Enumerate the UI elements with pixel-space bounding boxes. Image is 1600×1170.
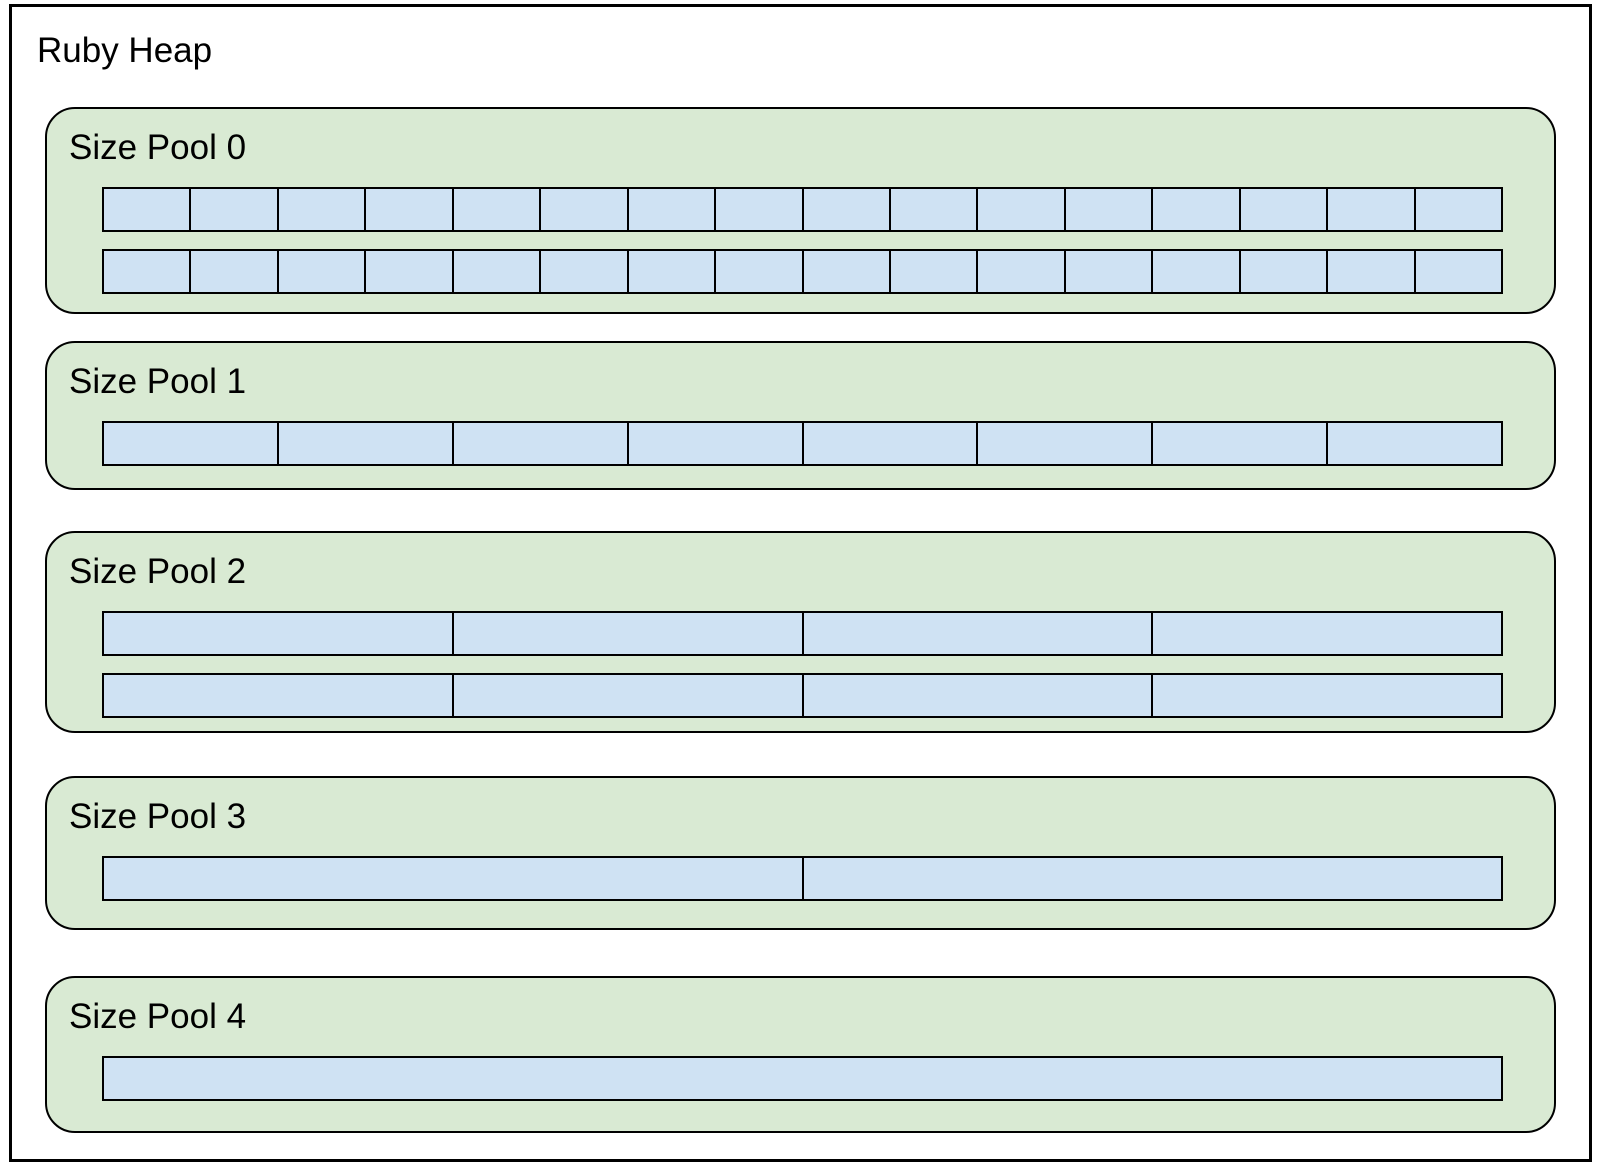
- heap-slot: [803, 249, 891, 294]
- heap-slot: [1153, 249, 1241, 294]
- size-pool-1: Size Pool 1: [45, 341, 1556, 490]
- size-pool-3-pages: [102, 856, 1503, 901]
- heap-slot: [803, 421, 979, 466]
- heap-slot: [453, 673, 804, 718]
- heap-slot: [1065, 249, 1154, 294]
- heap-slot: [803, 611, 1154, 656]
- heap-slot: [803, 856, 1503, 901]
- heap-slot: [102, 673, 454, 718]
- heap-slot: [1328, 421, 1503, 466]
- heap-slot: [1240, 249, 1329, 294]
- size-pool-1-pages: [102, 421, 1503, 466]
- heap-slot: [1153, 421, 1329, 466]
- size-pool-0-pages: [102, 187, 1503, 294]
- heap-slot: [541, 249, 629, 294]
- diagram-title: Ruby Heap: [37, 31, 213, 70]
- heap-slot: [978, 421, 1154, 466]
- size-pool-1-label: Size Pool 1: [69, 362, 247, 401]
- heap-slot: [102, 187, 192, 232]
- heap-slot: [716, 187, 804, 232]
- size-pool-2-label: Size Pool 2: [69, 552, 247, 591]
- heap-page-row: [102, 1056, 1503, 1101]
- heap-slot: [278, 187, 367, 232]
- heap-slot: [102, 421, 279, 466]
- heap-slot: [890, 187, 979, 232]
- heap-slot: [628, 187, 717, 232]
- heap-page-row: [102, 249, 1503, 294]
- heap-slot: [1415, 249, 1503, 294]
- size-pool-4-label: Size Pool 4: [69, 997, 247, 1036]
- heap-page-row: [102, 187, 1503, 232]
- heap-slot: [1065, 187, 1154, 232]
- heap-slot: [102, 856, 804, 901]
- heap-slot: [1153, 611, 1503, 656]
- size-pool-3-label: Size Pool 3: [69, 797, 247, 836]
- heap-slot: [1153, 673, 1503, 718]
- heap-slot: [453, 249, 542, 294]
- size-pool-2: Size Pool 2: [45, 531, 1556, 733]
- heap-slot: [1328, 249, 1416, 294]
- heap-slot: [978, 187, 1066, 232]
- heap-slot: [1415, 187, 1503, 232]
- heap-slot: [191, 249, 279, 294]
- heap-page-row: [102, 673, 1503, 718]
- heap-slot: [1328, 187, 1416, 232]
- size-pool-3: Size Pool 3: [45, 776, 1556, 930]
- heap-slot: [278, 249, 367, 294]
- heap-slot: [541, 187, 629, 232]
- heap-slot: [890, 249, 979, 294]
- heap-slot: [453, 611, 804, 656]
- heap-slot: [102, 249, 192, 294]
- heap-slot: [1240, 187, 1329, 232]
- size-pool-4-pages: [102, 1056, 1503, 1101]
- heap-slot: [628, 249, 717, 294]
- heap-slot: [366, 249, 454, 294]
- heap-slot: [803, 673, 1154, 718]
- heap-slot: [366, 187, 454, 232]
- heap-slot: [978, 249, 1066, 294]
- heap-page-row: [102, 611, 1503, 656]
- size-pool-0-label: Size Pool 0: [69, 128, 247, 167]
- heap-slot: [716, 249, 804, 294]
- size-pool-4: Size Pool 4: [45, 976, 1556, 1133]
- heap-slot: [453, 187, 542, 232]
- heap-page-row: [102, 421, 1503, 466]
- ruby-heap-container: Ruby Heap Size Pool 0 Size Pool 1 Size P…: [9, 4, 1592, 1162]
- size-pool-0: Size Pool 0: [45, 107, 1556, 314]
- size-pool-2-pages: [102, 611, 1503, 718]
- heap-slot: [191, 187, 279, 232]
- heap-slot: [803, 187, 891, 232]
- heap-slot: [1153, 187, 1241, 232]
- heap-page-row: [102, 856, 1503, 901]
- heap-slot: [628, 421, 804, 466]
- heap-slot: [453, 421, 629, 466]
- heap-slot: [102, 1056, 1503, 1101]
- heap-slot: [278, 421, 454, 466]
- heap-slot: [102, 611, 454, 656]
